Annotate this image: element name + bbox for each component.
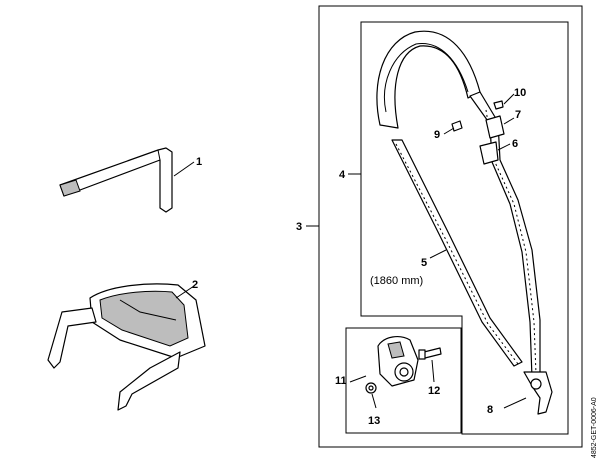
strap-length-label: (1860 mm) — [370, 275, 423, 287]
harness-group-frame — [318, 5, 583, 448]
harness-inner-frame — [360, 21, 569, 435]
drawing-code: 4852-GET-0006-A0 — [591, 397, 598, 458]
callout-4: 4 — [339, 169, 346, 181]
callout-3: 3 — [296, 221, 302, 233]
callout-5: 5 — [421, 257, 427, 269]
callout-1: 1 — [196, 156, 202, 168]
callout-10: 10 — [514, 87, 526, 99]
callout-8: 8 — [487, 404, 493, 416]
harness-strap-drawing — [376, 30, 553, 415]
callout-13: 13 — [368, 415, 380, 427]
callout-9: 9 — [434, 129, 440, 141]
callout-11: 11 — [335, 375, 347, 387]
callout-2: 2 — [192, 279, 198, 291]
tube-bracket-drawing — [365, 336, 442, 394]
callout-12: 12 — [428, 385, 440, 397]
leader-lines — [173, 93, 527, 409]
callout-7: 7 — [515, 109, 521, 121]
hex-key-drawing — [59, 147, 173, 213]
callout-6: 6 — [512, 138, 518, 150]
tube-bracket-box — [345, 327, 462, 434]
safety-glasses-drawing — [47, 283, 206, 411]
